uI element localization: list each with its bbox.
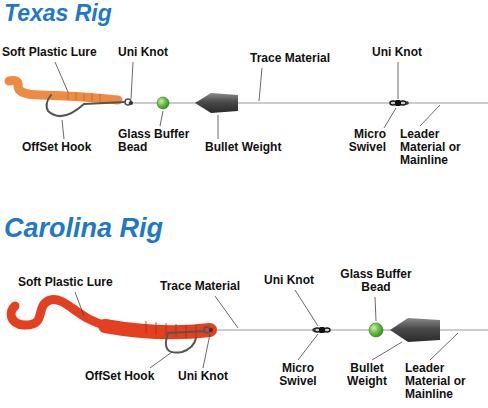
part-label: Leader Material or Mainline — [405, 362, 485, 401]
glass-bead — [369, 323, 383, 337]
bullet-weight — [390, 318, 440, 342]
part-label: Uni Knot — [264, 274, 328, 287]
uni-knot — [129, 101, 133, 105]
part-label: Soft Plastic Lure — [2, 46, 114, 59]
part-label: Glass Buffer Bead — [118, 128, 198, 154]
bullet-weight — [195, 93, 238, 113]
worm-tail — [11, 300, 108, 326]
fishing-line — [205, 329, 488, 330]
part-label: Trace Material — [160, 280, 264, 293]
worm-ribs — [68, 92, 100, 103]
part-label: OffSet Hook — [22, 141, 114, 154]
part-label: Micro Swivel — [334, 128, 386, 154]
part-label: Leader Material or Mainline — [400, 128, 482, 167]
part-label: Trace Material — [250, 52, 354, 65]
micro-swivel — [312, 327, 330, 333]
part-label: Bullet Weight — [205, 141, 297, 154]
carolina-rig — [11, 290, 488, 368]
leader-lines — [75, 290, 458, 368]
part-label: Uni Knot — [118, 46, 182, 59]
glass-bead — [157, 97, 169, 109]
micro-swivel — [390, 100, 409, 106]
worm-ribs — [146, 321, 196, 338]
part-label: Uni Knot — [178, 370, 242, 383]
part-label: OffSet Hook — [85, 370, 177, 383]
uni-knot — [209, 328, 213, 332]
offset-hook — [166, 331, 205, 353]
part-label: Micro Swivel — [272, 362, 324, 388]
soft-plastic-worm — [9, 81, 118, 100]
part-label: Soft Plastic Lure — [18, 276, 130, 289]
part-label: Uni Knot — [372, 46, 436, 59]
fishing-line — [128, 102, 488, 103]
rig-heading: Carolina Rig — [4, 214, 163, 244]
part-label: Glass Buffer Bead — [335, 268, 417, 294]
part-label: Bullet Weight — [338, 362, 396, 388]
offset-hook — [47, 95, 125, 116]
rig-heading: Texas Rig — [4, 1, 112, 26]
